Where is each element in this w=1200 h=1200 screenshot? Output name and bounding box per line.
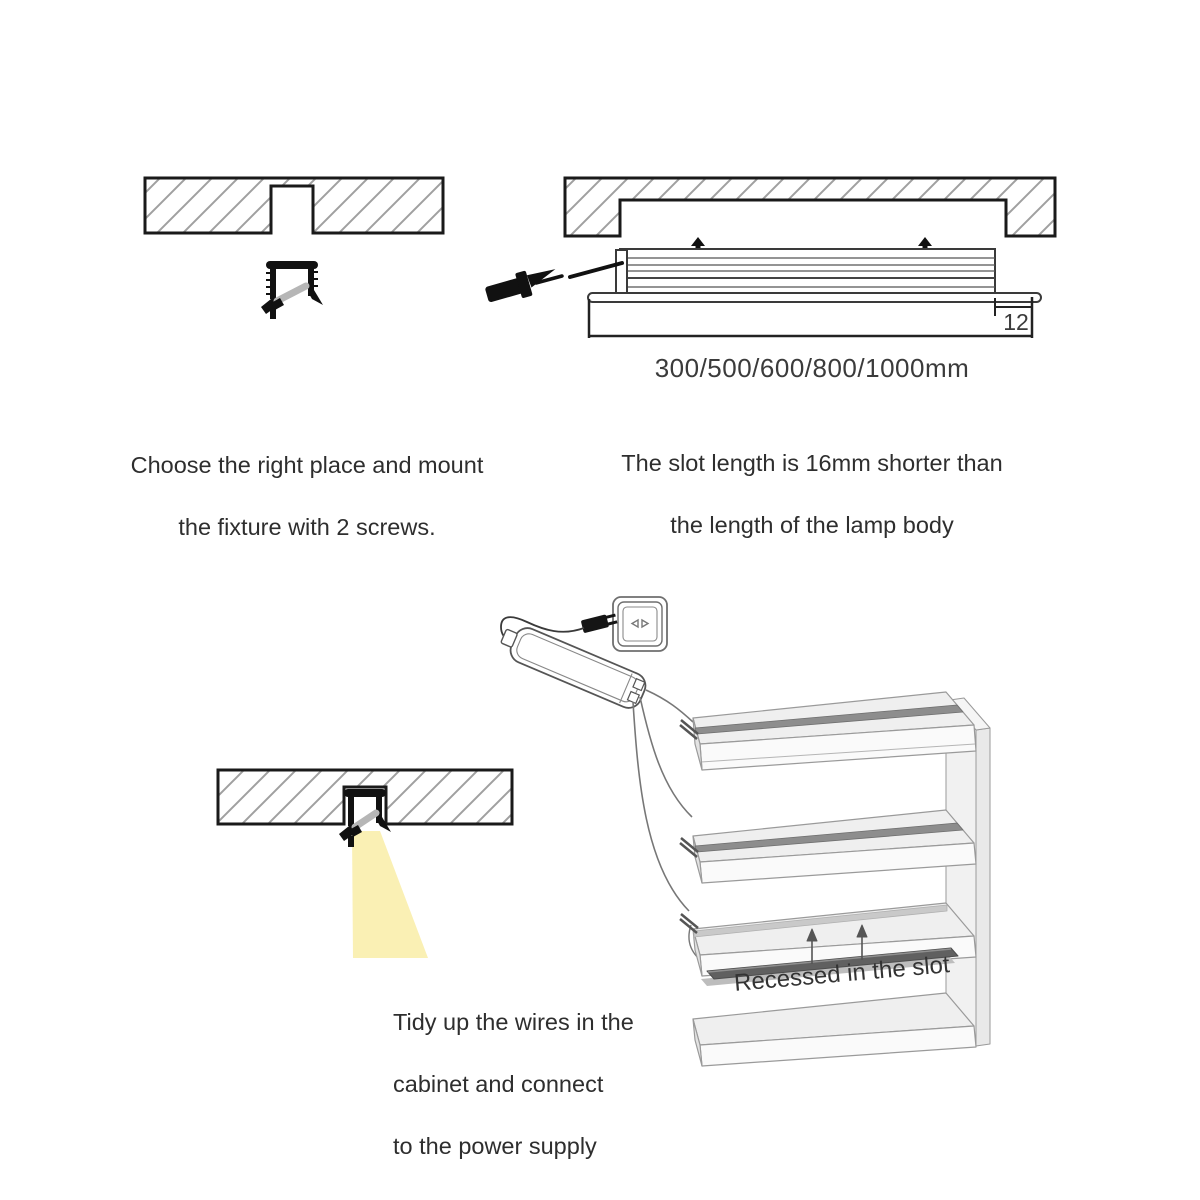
slot-caption-line2: the length of the lamp body [670, 512, 954, 538]
length-options-label: 300/500/600/800/1000mm [654, 353, 970, 383]
wall-outlet-icon [612, 596, 668, 652]
connection-wires [632, 689, 708, 966]
board-cross-section-recessed [216, 768, 514, 826]
light-beam [352, 831, 428, 958]
mount-caption-line2: the fixture with 2 screws. [178, 514, 436, 540]
wiring-caption: Tidy up the wires in the cabinet and con… [393, 976, 634, 1193]
dimension-lines [587, 297, 1034, 338]
led-strip [694, 704, 964, 735]
recessed-clip-icon [339, 789, 391, 847]
strip-end-connectors [679, 719, 699, 934]
wiring-caption-line2: cabinet and connect [393, 1071, 604, 1097]
board-cross-section-long-slot [563, 176, 1057, 238]
mounting-clip-icon [261, 261, 323, 319]
slot-caption: The slot length is 16mm shorter than the… [582, 417, 1042, 572]
wiring-caption-line3: to the power supply [393, 1133, 597, 1159]
screw-icon [349, 809, 380, 837]
lamp-trim-flange [587, 292, 1042, 303]
led-strip [694, 822, 964, 853]
lamp-body [587, 248, 1042, 303]
led-strip-slot [693, 904, 948, 938]
screw-icon [271, 282, 310, 310]
insert-arrow-icon [806, 924, 868, 964]
wiring-caption-line1: Tidy up the wires in the [393, 1009, 634, 1035]
slot-caption-line1: The slot length is 16mm shorter than [621, 450, 1003, 476]
cabinet [679, 691, 991, 1067]
mount-caption: Choose the right place and mount the fix… [77, 419, 537, 574]
cabinet-shelf [692, 809, 977, 884]
lamp-bar [701, 947, 959, 986]
power-connector-icon [485, 261, 624, 303]
mount-caption-line1: Choose the right place and mount [130, 452, 484, 478]
cabinet-shelf [692, 992, 977, 1067]
overhang-dimension-label: 12 [1003, 309, 1029, 335]
cabinet-shelf [692, 691, 977, 771]
led-driver [500, 627, 647, 709]
board-cross-section-slot [143, 176, 445, 235]
